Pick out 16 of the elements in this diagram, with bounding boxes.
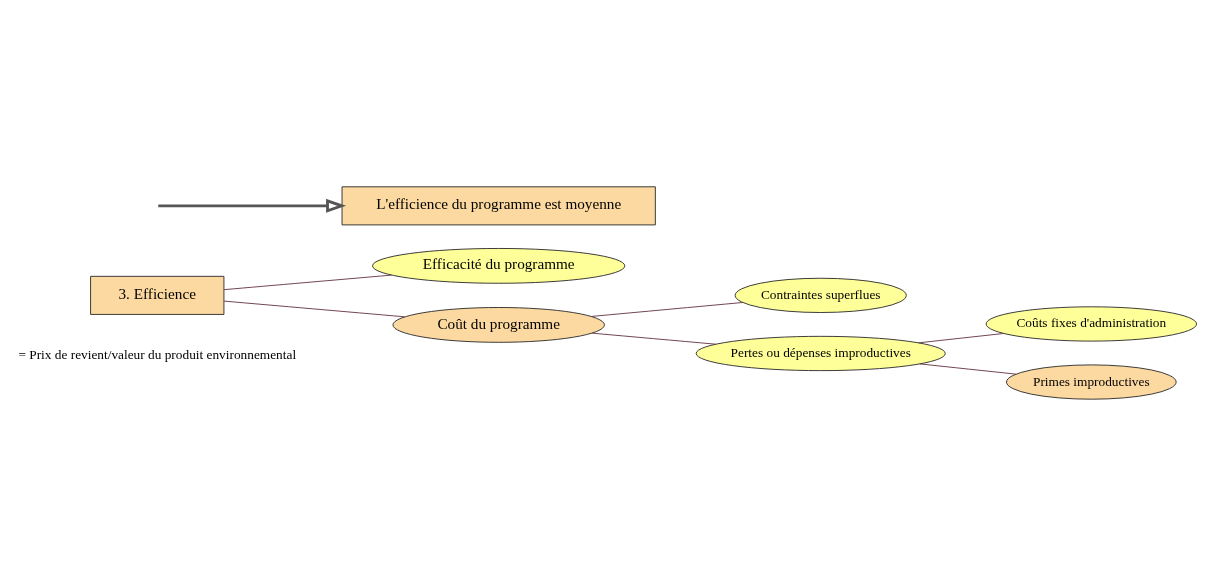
connector: [591, 332, 717, 345]
node-ellipse: Pertes ou dépenses improductives: [695, 335, 946, 372]
connector: [919, 363, 1017, 375]
connector: [918, 333, 1005, 344]
connector: [223, 274, 393, 291]
node-ellipse: Coûts fixes d'administration: [985, 306, 1197, 342]
node-ellipse: Contraintes superflues: [734, 277, 907, 313]
connector: [223, 300, 406, 318]
node-ellipse: Primes improductives: [1006, 364, 1177, 400]
node-box: 3. Efficience: [90, 275, 225, 315]
arrow: [158, 198, 347, 213]
node-box: L'efficience du programme est moyenne: [341, 186, 656, 226]
connector: [590, 302, 744, 317]
node-label: = Prix de revient/valeur du produit environnemental: [18, 346, 297, 362]
node-ellipse: Efficacité du programme: [372, 248, 626, 284]
node-ellipse: Coût du programme: [392, 307, 605, 343]
